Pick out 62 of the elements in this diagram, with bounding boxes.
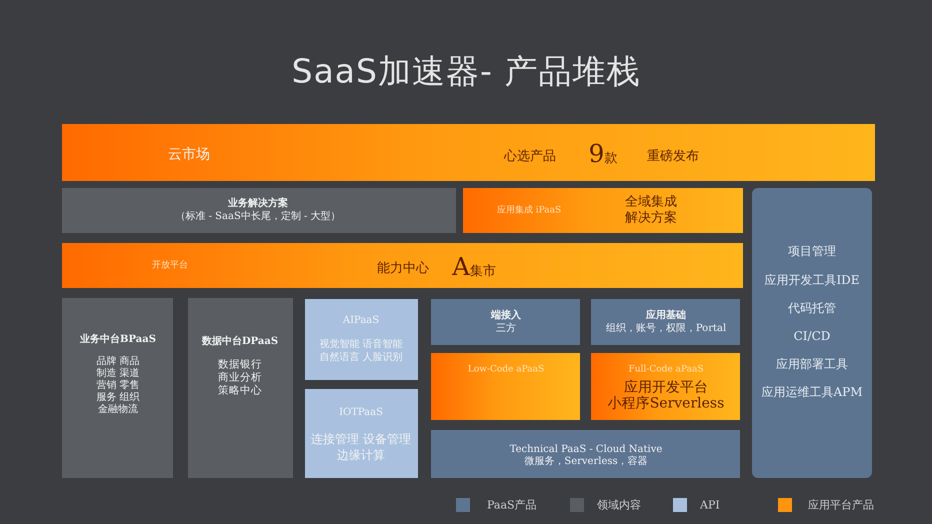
- box-heading: 数据中台DPaaS: [202, 336, 278, 348]
- tagline: 心选产品: [504, 149, 556, 165]
- banner-band: [62, 124, 875, 181]
- box-heading: 端接入: [491, 310, 521, 322]
- list-item: 品牌 商品: [96, 356, 140, 368]
- box-text: 组织，账号，权限，Portal: [606, 323, 726, 335]
- box-text: 自然语言 人脸识别: [319, 352, 403, 364]
- domain-box: [62, 298, 173, 478]
- sublabel: Full-Code aPaaS: [628, 364, 704, 376]
- tagline: 重磅发布: [647, 149, 699, 165]
- list-item: 项目管理: [788, 244, 836, 258]
- paas-box: [431, 299, 580, 345]
- tagline: 能力中心: [377, 261, 429, 277]
- sublabel: 应用集成 iPaaS: [496, 206, 562, 216]
- sublabel: 开放平台: [152, 260, 188, 272]
- platform-box: [591, 353, 740, 420]
- list-item: 应用运维工具APM: [761, 384, 863, 400]
- list-item: 应用部署工具: [776, 356, 848, 372]
- api-box: [305, 299, 418, 380]
- legend-label: 领域内容: [597, 498, 641, 512]
- tagline: A集市: [452, 252, 496, 282]
- box-text: 应用开发平台: [624, 380, 708, 396]
- list-item: 策略中心: [218, 384, 262, 398]
- domain-box: [188, 298, 293, 478]
- list-item: 服务 组织: [96, 392, 140, 404]
- box-text: 连接管理 设备管理: [311, 432, 411, 446]
- api-box: [305, 389, 418, 478]
- list-item: 商业分析: [218, 372, 262, 384]
- platform-box: [431, 353, 580, 420]
- box-heading: Technical PaaS - Cloud Native: [510, 444, 662, 456]
- tools-panel: [752, 188, 872, 478]
- count-label: 9款: [588, 139, 618, 169]
- list-item: 应用开发工具IDE: [764, 272, 860, 288]
- paas-box: [431, 430, 740, 478]
- list-item: 数据银行: [218, 358, 262, 372]
- box-text: 三方: [496, 323, 516, 335]
- legend-label: 应用平台产品: [808, 498, 874, 512]
- box-text: （标准 - SaaS中长尾，定制 - 大型）: [175, 211, 341, 223]
- box-text: 小程序Serverless: [608, 396, 724, 412]
- box-heading: 业务中台BPaaS: [80, 334, 156, 346]
- box-heading: 应用基础: [646, 310, 686, 322]
- sublabel: Low-Code aPaaS: [468, 364, 544, 376]
- solution-box: [62, 188, 456, 233]
- list-item: 金融物流: [98, 404, 138, 416]
- box-heading: AIPaaS: [342, 315, 380, 327]
- list-item: 代码托管: [788, 300, 836, 316]
- platform-band: [62, 243, 743, 288]
- box-text: 边缘计算: [337, 448, 385, 462]
- list-item: 营销 零售: [96, 380, 140, 392]
- list-item: CI/CD: [794, 328, 830, 344]
- box-heading: IOTPaaS: [339, 407, 383, 419]
- legend-label: API: [700, 498, 720, 512]
- slide-title: SaaS加速器- 产品堆栈: [292, 50, 640, 92]
- integration-box: [463, 188, 743, 233]
- box-text: 视觉智能 语音智能: [319, 339, 403, 351]
- box-text: 全域集成解决方案: [624, 194, 678, 226]
- legend-label: PaaS产品: [487, 498, 537, 512]
- box-text: 微服务，Serverless，容器: [524, 456, 648, 468]
- box-heading: 业务解决方案: [228, 198, 288, 210]
- list-item: 制造 渠道: [96, 368, 140, 380]
- paas-box: [591, 299, 740, 345]
- band-label: 云市场: [168, 146, 210, 164]
